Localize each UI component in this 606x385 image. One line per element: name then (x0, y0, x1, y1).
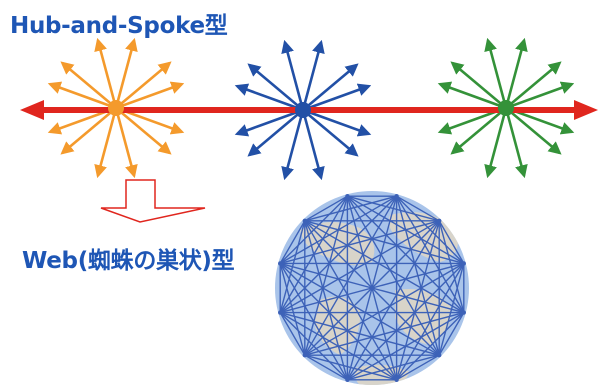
web-node-5 (394, 377, 399, 382)
web-node-9 (278, 261, 283, 266)
blue-hub-spoke-11 (247, 63, 304, 111)
web-link-3-10 (304, 220, 465, 314)
web-node-0 (394, 194, 399, 199)
web-link-8-10 (279, 220, 306, 313)
blue-hub-spoke-6 (301, 109, 325, 181)
web-node-11 (345, 194, 350, 199)
web-node-3 (461, 310, 466, 315)
web-link-3-11 (346, 195, 465, 314)
web-link-9-10 (279, 220, 306, 264)
web-node-8 (278, 310, 283, 315)
blue-hub-spoke-10 (234, 83, 304, 112)
web-link-3-4 (438, 312, 465, 356)
green-hub-spoke-6 (504, 107, 528, 179)
orange-hub-spoke-6 (114, 107, 138, 179)
web-link-0-1 (396, 195, 440, 222)
web-node-2 (461, 261, 466, 266)
web-link-2-7 (304, 262, 465, 356)
green-hub-spoke-11 (450, 61, 507, 109)
web-link-1-11 (347, 195, 440, 222)
orange-hub-spoke-11 (60, 61, 117, 109)
blue-hub-spoke-9 (234, 108, 304, 137)
orange-hub-spoke-8 (60, 107, 117, 155)
web-link-4-11 (346, 195, 440, 356)
orange-hub-spoke-7 (94, 107, 118, 179)
web-link-4-8 (280, 311, 440, 356)
green-hub-spoke-3 (505, 81, 575, 110)
web-link-5-7 (304, 354, 397, 381)
web-link-7-11 (304, 196, 349, 356)
orange-hub-spoke-5 (115, 107, 172, 155)
blue-hub-spoke-7 (281, 109, 305, 181)
blue-hub-spoke-8 (247, 109, 304, 157)
web-link-5-10 (304, 220, 398, 381)
blue-hub-spoke-5 (302, 109, 359, 157)
web-link-4-9 (279, 262, 440, 356)
web-node-6 (345, 377, 350, 382)
web-link-0-7 (304, 195, 398, 356)
web-node-1 (437, 218, 442, 223)
orange-hub-spoke-3 (115, 81, 185, 110)
orange-hub (108, 100, 124, 116)
blue-hub-spoke-2 (302, 63, 359, 111)
transition-down-arrow (100, 179, 206, 223)
orange-hub-spoke-0 (94, 37, 118, 109)
web-link-10-11 (304, 195, 348, 222)
web-link-1-8 (279, 220, 440, 314)
web-link-6-10 (304, 220, 349, 380)
web-link-9-11 (279, 195, 348, 264)
blue-hub-spoke-3 (302, 83, 372, 112)
web-node-7 (302, 353, 307, 358)
web-link-7-8 (279, 312, 306, 356)
web-link-1-6 (346, 220, 440, 381)
orange-hub-spoke-1 (114, 37, 138, 109)
hub-nodes (108, 100, 514, 118)
web-link-5-9 (279, 262, 398, 381)
hub-and-spoke-label: Hub-and-Spoke型 (10, 13, 228, 39)
green-hub-spoke-2 (505, 61, 562, 109)
green-hub-spoke-5 (505, 107, 562, 155)
web-node-4 (437, 353, 442, 358)
green-hub-spoke-1 (504, 37, 528, 109)
green-hub-spoke-10 (437, 81, 507, 110)
web-link-2-11 (347, 195, 465, 265)
green-hub-spoke-8 (450, 107, 507, 155)
blue-hub-spoke-0 (281, 39, 305, 111)
orange-hub-spoke-10 (47, 81, 117, 110)
web-link-7-9 (279, 263, 306, 356)
green-hub-spoke-7 (484, 107, 508, 179)
green-hub-spoke-0 (484, 37, 508, 109)
web-link-4-5 (396, 354, 440, 381)
web-link-5-11 (346, 196, 398, 380)
web-link-6-8 (279, 312, 348, 381)
web-node-10 (302, 218, 307, 223)
orange-hub-spoke-2 (115, 61, 172, 109)
web-network (278, 194, 466, 382)
green-hub (498, 100, 514, 116)
blue-hub (295, 102, 311, 118)
backbone-arrowhead-left (20, 100, 44, 120)
web-link-8-11 (279, 195, 349, 313)
web-type-label: Web(蜘蛛の巣状)型 (22, 248, 235, 274)
blue-hub-spoke-1 (301, 39, 325, 111)
backbone-arrowhead-right (574, 100, 598, 120)
blue-hub-spoke-4 (302, 108, 372, 137)
web-link-6-7 (304, 354, 348, 381)
web-link-2-10 (304, 220, 464, 265)
web-link-1-2 (438, 220, 465, 264)
